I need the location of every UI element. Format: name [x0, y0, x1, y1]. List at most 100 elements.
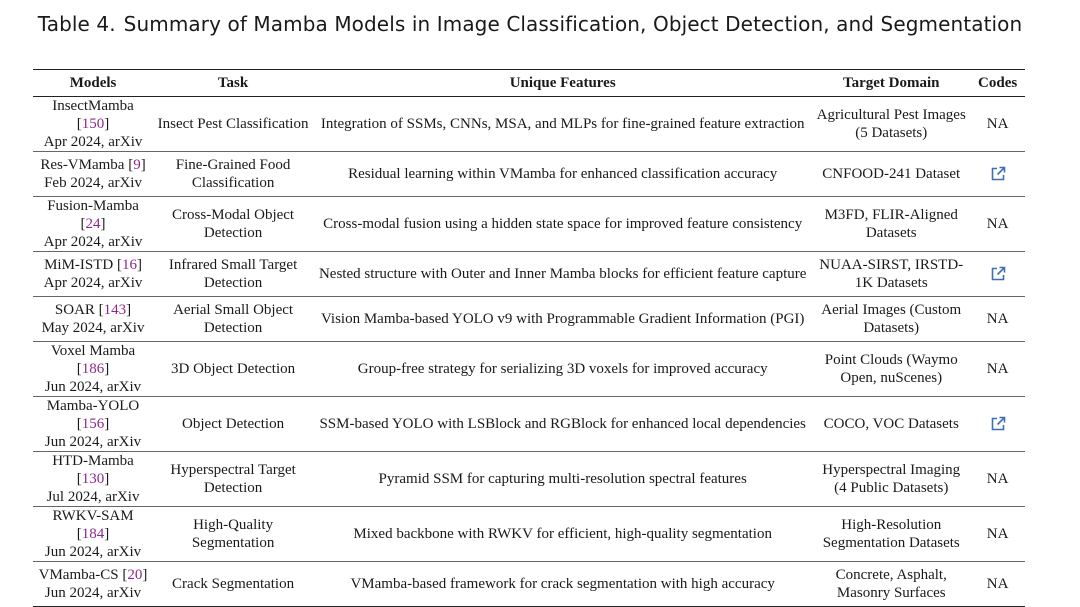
column-header-models: Models: [69, 75, 117, 91]
features-cell: Mixed backbone with RWKV for efficient, …: [353, 526, 772, 542]
citation-link[interactable]: 16: [121, 257, 137, 273]
table-row: VMamba-CS [20]Jun 2024, arXiv Crack Segme…: [33, 562, 1025, 607]
code-cell: [970, 397, 1025, 452]
features-cell: Vision Mamba-based YOLO v9 with Programm…: [320, 311, 805, 327]
model-cell: Res-VMamba [9]Feb 2024, arXiv: [33, 152, 153, 197]
column-header-task: Task: [217, 75, 249, 91]
model-name: HTD-Mamba: [52, 453, 134, 469]
domain-cell: Agricultural Pest Images (5 Datasets): [816, 107, 966, 141]
features-cell: SSM-based YOLO with LSBlock and RGBlock …: [319, 416, 806, 432]
table-row: SOAR [143]May 2024, arXiv Aerial Small Ob…: [33, 297, 1025, 342]
table-title: Summary of Mamba Models in Image Classif…: [123, 12, 1023, 36]
model-date: Feb 2024, arXiv: [44, 175, 142, 191]
model-date: Jun 2024, arXiv: [44, 544, 142, 560]
citation-link[interactable]: 184: [81, 526, 105, 542]
code-cell: NA: [970, 97, 1025, 152]
column-header-domain: Target Domain: [842, 75, 940, 91]
external-link-icon[interactable]: [989, 265, 1007, 283]
model-date: Jun 2024, arXiv: [44, 585, 142, 601]
table-row: Res-VMamba [9]Feb 2024, arXiv Fine-Graine…: [33, 152, 1025, 197]
features-cell: Nested structure with Outer and Inner Ma…: [318, 266, 807, 282]
domain-cell: COCO, VOC Datasets: [823, 416, 959, 432]
model-date: Apr 2024, arXiv: [43, 134, 143, 150]
domain-cell: Concrete, Asphalt, Masonry Surfaces: [835, 567, 947, 601]
domain-cell: High-Resolution Segmentation Datasets: [822, 517, 960, 551]
model-cell: SOAR [143]May 2024, arXiv: [33, 297, 153, 342]
code-cell: NA: [970, 297, 1025, 342]
model-cell: VMamba-CS [20]Jun 2024, arXiv: [33, 562, 153, 607]
code-cell: NA: [970, 197, 1025, 252]
code-na: NA: [986, 116, 1009, 132]
citation-link[interactable]: 130: [81, 471, 105, 487]
model-name: Fusion-Mamba: [47, 198, 139, 214]
model-date: Jun 2024, arXiv: [44, 434, 142, 450]
code-cell: NA: [970, 342, 1025, 397]
model-cell: Fusion-Mamba [24]Apr 2024, arXiv: [33, 197, 153, 252]
citation-link[interactable]: 20: [127, 567, 143, 583]
model-name: InsectMamba: [52, 98, 134, 114]
model-cell: InsectMamba [150]Apr 2024, arXiv: [33, 97, 153, 152]
table-caption: Table 4.Summary of Mamba Models in Image…: [0, 12, 1060, 36]
model-name: VMamba-CS: [38, 567, 119, 583]
code-na: NA: [986, 576, 1009, 592]
table-header-row: Models Task Unique Features Target Domai…: [33, 69, 1025, 97]
task-cell: Infrared Small Target Detection: [168, 257, 298, 291]
task-cell: Insect Pest Classification: [157, 116, 309, 132]
model-date: Apr 2024, arXiv: [43, 234, 143, 250]
code-na: NA: [986, 526, 1009, 542]
code-cell: NA: [970, 452, 1025, 507]
task-cell: Aerial Small Object Detection: [173, 302, 294, 336]
citation-link[interactable]: 9: [133, 157, 141, 173]
features-cell: VMamba-based framework for crack segment…: [350, 576, 775, 592]
code-na: NA: [986, 361, 1009, 377]
task-cell: Hyperspectral Target Detection: [170, 462, 296, 496]
model-name: Mamba-YOLO: [46, 398, 140, 414]
column-header-codes: Codes: [978, 75, 1018, 91]
model-name: Voxel Mamba: [50, 343, 136, 359]
model-name: MiM-ISTD: [44, 257, 114, 273]
citation-link[interactable]: 143: [103, 302, 127, 318]
model-cell: HTD-Mamba [130]Jul 2024, arXiv: [33, 452, 153, 507]
code-cell: [970, 252, 1025, 297]
domain-cell: Point Clouds (Waymo Open, nuScenes): [824, 352, 958, 386]
model-cell: Voxel Mamba [186]Jun 2024, arXiv: [33, 342, 153, 397]
model-date: Jun 2024, arXiv: [44, 379, 142, 395]
citation-link[interactable]: 150: [81, 116, 105, 132]
domain-cell: Hyperspectral Imaging (4 Public Datasets…: [822, 462, 961, 496]
model-date: Apr 2024, arXiv: [43, 275, 143, 291]
code-na: NA: [986, 216, 1009, 232]
external-link-icon[interactable]: [989, 165, 1007, 183]
citation-link[interactable]: 24: [85, 216, 101, 232]
features-cell: Integration of SSMs, CNNs, MSA, and MLPs…: [320, 116, 805, 132]
domain-cell: CNFOOD-241 Dataset: [822, 166, 961, 182]
mamba-models-table: Models Task Unique Features Target Domai…: [33, 69, 1025, 607]
domain-cell: M3FD, FLIR-Aligned Datasets: [824, 207, 958, 241]
model-name: Res-VMamba: [40, 157, 125, 173]
features-cell: Cross-modal fusion using a hidden state …: [323, 216, 803, 232]
code-na: NA: [986, 471, 1009, 487]
features-cell: Pyramid SSM for capturing multi-resoluti…: [378, 471, 747, 487]
model-name: SOAR: [54, 302, 95, 318]
code-cell: NA: [970, 562, 1025, 607]
column-header-features: Unique Features: [509, 75, 616, 91]
model-date: Jul 2024, arXiv: [46, 489, 140, 505]
task-cell: Cross-Modal Object Detection: [172, 207, 295, 241]
task-cell: Crack Segmentation: [172, 576, 295, 592]
domain-cell: Aerial Images (Custom Datasets): [821, 302, 962, 336]
external-link-icon[interactable]: [989, 415, 1007, 433]
task-cell: High-Quality Segmentation: [191, 517, 275, 551]
domain-cell: NUAA-SIRST, IRSTD-1K Datasets: [819, 257, 964, 291]
code-cell: NA: [970, 507, 1025, 562]
code-cell: [970, 152, 1025, 197]
model-date: May 2024, arXiv: [41, 320, 145, 336]
citation-link[interactable]: 186: [81, 361, 105, 377]
citation-link[interactable]: 156: [81, 416, 105, 432]
task-cell: Fine-Grained Food Classification: [175, 157, 291, 191]
code-na: NA: [986, 311, 1009, 327]
model-name: RWKV-SAM: [52, 508, 134, 524]
